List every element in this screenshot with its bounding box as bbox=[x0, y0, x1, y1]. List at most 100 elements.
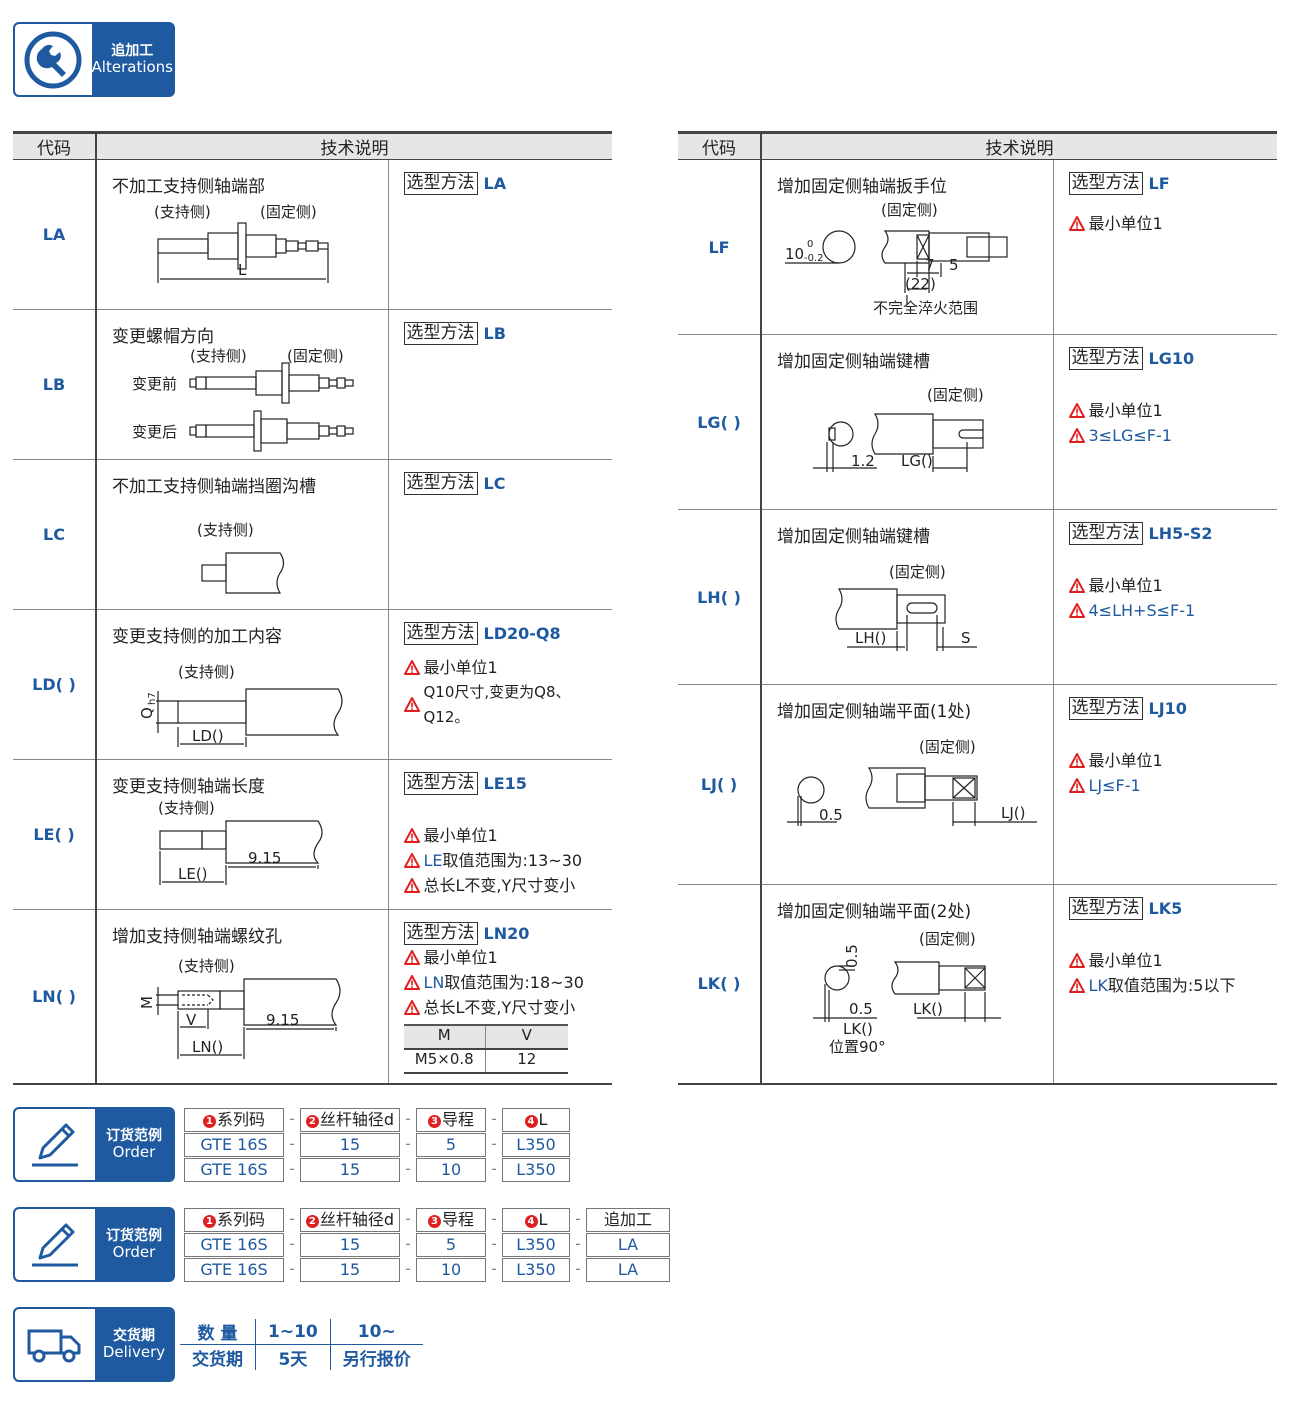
label-quench: 不完全淬火范围 bbox=[873, 299, 978, 317]
header-code: 代码 bbox=[678, 131, 762, 160]
diagram-lh: (固定侧) LH() S bbox=[835, 563, 977, 651]
badge-title-cn: 追加工 bbox=[111, 42, 154, 59]
warning-icon bbox=[1069, 778, 1085, 794]
label-fixed: (固定侧) bbox=[287, 347, 344, 365]
row-ln: LN( ) 增加支持侧轴端螺纹孔 (支持侧) M bbox=[13, 909, 612, 1085]
diagram-ld: (支持侧) Q h7 LD() bbox=[138, 663, 343, 747]
badge-title-en: Alterations bbox=[91, 57, 173, 76]
badge-title-cn: 订货范例 bbox=[106, 1227, 162, 1244]
diagram-lg: (固定侧) 1.2 LG() bbox=[813, 386, 984, 472]
sel-code: LE15 bbox=[483, 774, 527, 793]
note: 3≤LG≤F-1 bbox=[1069, 423, 1264, 448]
sel-code: LD20-Q8 bbox=[483, 624, 561, 643]
label-l: L bbox=[238, 261, 247, 279]
row-lj: LJ( ) 增加固定侧轴端平面(1处) (固定侧) bbox=[678, 684, 1277, 885]
note: 总长L不变,Y尺寸变小 bbox=[404, 995, 599, 1020]
label-q: Q bbox=[138, 707, 156, 719]
label-ld: LD() bbox=[192, 727, 224, 745]
note: 最小单位1 bbox=[1069, 573, 1264, 598]
note: 最小单位1 bbox=[404, 655, 599, 680]
label-ln: LN() bbox=[192, 1038, 223, 1056]
row-code: LH( ) bbox=[678, 509, 762, 685]
label-22: (22) bbox=[905, 275, 936, 293]
label-fixed: (固定侧) bbox=[919, 930, 976, 948]
note: Q10尺寸,变更为Q8、Q12。 bbox=[404, 680, 599, 730]
row-lb: LB 变更螺帽方向 (支持侧) (固定侧) 变更前 变更后 bbox=[13, 309, 612, 460]
label-le: LE() bbox=[178, 865, 208, 883]
row-code: LK( ) bbox=[678, 884, 762, 1085]
warning-icon bbox=[404, 660, 420, 676]
delivery-badge: 交货期 Delivery bbox=[13, 1307, 175, 1382]
row-code: LA bbox=[13, 159, 97, 310]
note: 最小单位1 bbox=[1069, 211, 1264, 236]
header-desc: 技术说明 bbox=[96, 131, 612, 160]
warning-icon bbox=[1069, 603, 1085, 619]
row-code: LJ( ) bbox=[678, 684, 762, 885]
label-05: 0.5 bbox=[849, 1000, 873, 1018]
badge-title-en: Order bbox=[112, 1242, 156, 1261]
row-title: 增加固定侧轴端平面(2处) bbox=[777, 902, 972, 922]
label-support: (支持侧) bbox=[178, 663, 235, 681]
label-fixed: (固定侧) bbox=[881, 201, 938, 219]
label-12: 1.2 bbox=[851, 452, 875, 470]
label-support: (支持侧) bbox=[190, 347, 247, 365]
label-v: V bbox=[186, 1011, 197, 1029]
row-title: 变更支持侧的加工内容 bbox=[112, 627, 282, 647]
diagram-ln: (支持侧) M bbox=[138, 957, 341, 1059]
warning-icon bbox=[1069, 403, 1085, 419]
diagram-lk: (固定侧) 0.5 0.5 LK() bbox=[813, 930, 1001, 1056]
row-lf: LF 增加固定侧轴端扳手位 (固定侧) bbox=[678, 159, 1277, 335]
sel-label: 选型方法 bbox=[403, 172, 478, 195]
label-h7: h7 bbox=[147, 692, 158, 705]
warning-icon bbox=[1069, 578, 1085, 594]
wrench-icon bbox=[15, 24, 92, 95]
note: LJ≤F-1 bbox=[1069, 773, 1264, 798]
diagram-lj: (固定侧) 0.5 LJ() bbox=[787, 738, 1037, 826]
row-title: 增加固定侧轴端扳手位 bbox=[777, 177, 947, 197]
sel-label: 选型方法 bbox=[403, 922, 478, 945]
sel-label: 选型方法 bbox=[403, 622, 478, 645]
label-0: 0 bbox=[807, 239, 813, 250]
warning-icon bbox=[1069, 953, 1085, 969]
sel-code: LG10 bbox=[1148, 349, 1195, 368]
sel-label: 选型方法 bbox=[403, 772, 478, 795]
sel-code: LB bbox=[483, 324, 506, 343]
label-support: (支持侧) bbox=[197, 521, 254, 539]
badge-title-en: Order bbox=[112, 1142, 156, 1161]
badge-title-en: Delivery bbox=[102, 1342, 166, 1361]
warning-icon bbox=[404, 828, 420, 844]
sel-label: 选型方法 bbox=[403, 472, 478, 495]
warning-icon bbox=[1069, 978, 1085, 994]
label-7: 7 bbox=[925, 256, 935, 274]
label-lh: LH() bbox=[855, 629, 886, 647]
label-05-vert: 0.5 bbox=[843, 944, 861, 968]
row-code: LC bbox=[13, 459, 97, 610]
label-after: 变更后 bbox=[132, 423, 177, 441]
row-title: 增加固定侧轴端键槽 bbox=[777, 527, 930, 547]
note: 总长L不变,Y尺寸变小 bbox=[404, 873, 599, 898]
label-fixed: (固定侧) bbox=[919, 738, 976, 756]
note: 最小单位1 bbox=[1069, 948, 1264, 973]
label-fixed: (固定侧) bbox=[889, 563, 946, 581]
note: 最小单位1 bbox=[404, 945, 599, 970]
label-support: (支持侧) bbox=[154, 203, 211, 221]
sel-code: LF bbox=[1148, 174, 1170, 193]
label-10: 10 bbox=[785, 245, 804, 263]
row-lh: LH( ) 增加固定侧轴端键槽 (固定侧) LH() S bbox=[678, 509, 1277, 685]
alterations-badge: 追加工 Alterations bbox=[13, 22, 175, 97]
warning-icon bbox=[404, 878, 420, 894]
label-915: 9.15 bbox=[266, 1011, 299, 1029]
warning-icon bbox=[404, 853, 420, 869]
row-code: LF bbox=[678, 159, 762, 335]
label-pos90: 位置90° bbox=[829, 1038, 886, 1056]
row-lk: LK( ) 增加固定侧轴端平面(2处) (固定侧) 0.5 bbox=[678, 884, 1277, 1085]
note: LE取值范围为:13~30 bbox=[404, 848, 599, 873]
sel-label: 选型方法 bbox=[1068, 347, 1143, 370]
warning-icon bbox=[404, 1000, 420, 1016]
sel-code: LH5-S2 bbox=[1148, 524, 1213, 543]
